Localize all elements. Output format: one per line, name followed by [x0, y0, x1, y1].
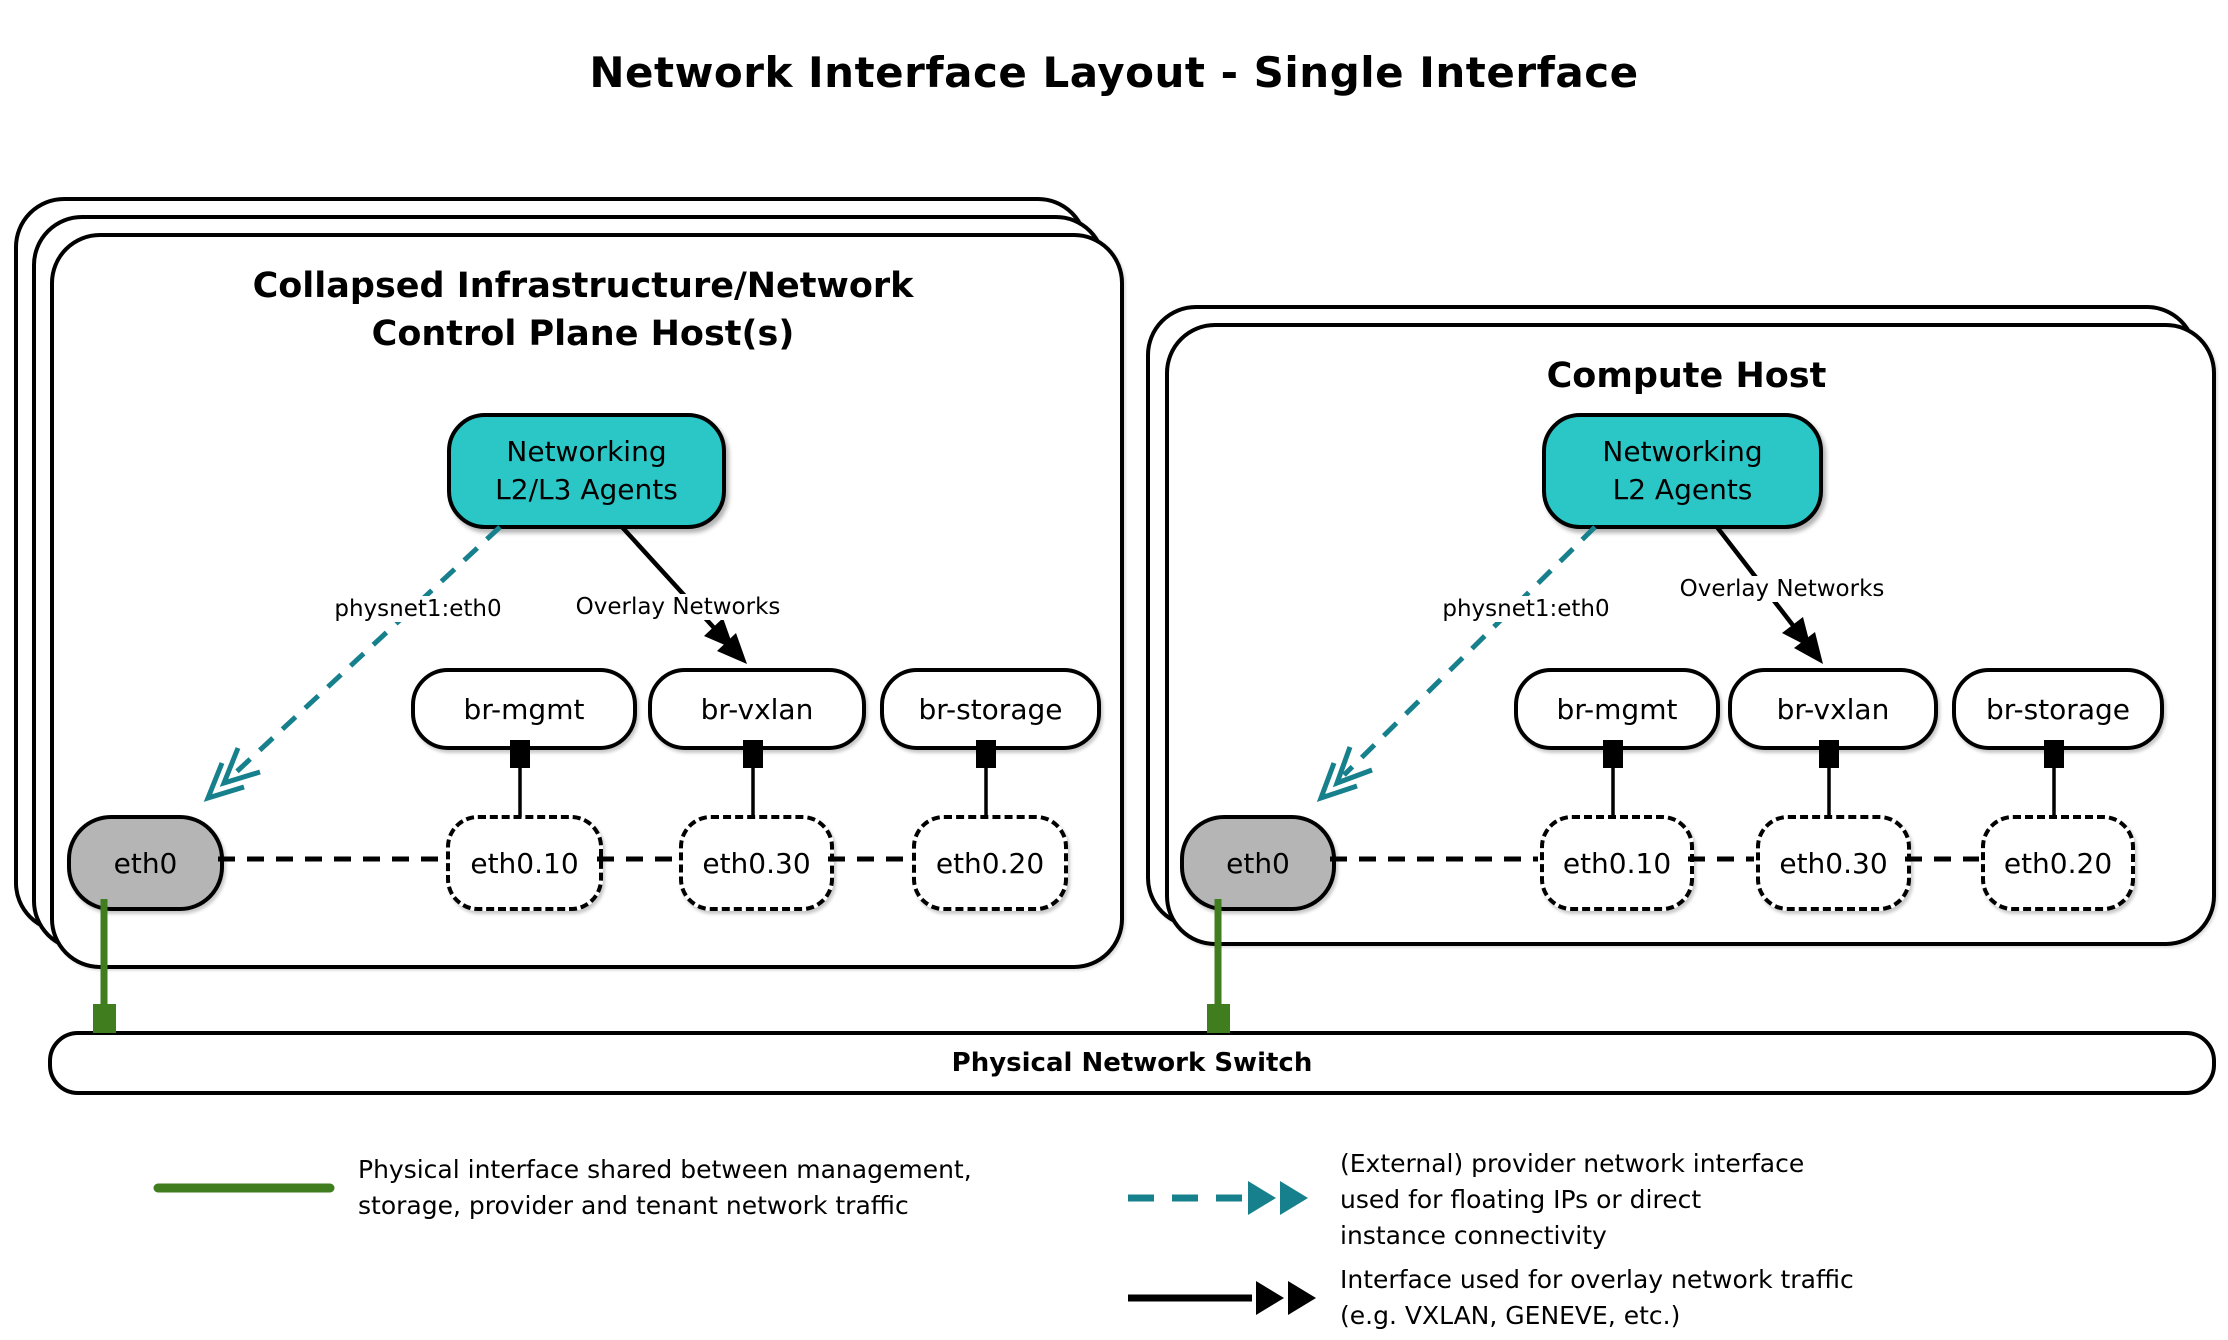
agent-label-line2: L2/L3 Agents: [495, 473, 678, 506]
vlan-interface-eth0-20-left: eth0.20: [912, 815, 1068, 911]
vlan-interface-eth0-30-left: eth0.30: [679, 815, 834, 911]
overlay-arrow-label-left: Overlay Networks: [564, 594, 792, 620]
bridge-br-storage-left: br-storage: [880, 668, 1101, 750]
physical-network-switch: Physical Network Switch: [48, 1031, 2216, 1095]
agent-label-line1: Networking: [506, 435, 667, 469]
networking-agents-box-left: Networking L2/L3 Agents: [447, 413, 726, 529]
legend-teal-dashed-arrow-swatch: [1128, 1181, 1308, 1215]
vlan-interface-eth0-20-right: eth0.20: [1981, 815, 2135, 911]
legend-provider-interface-text: (External) provider network interface us…: [1340, 1146, 2040, 1254]
bridge-br-mgmt-left: br-mgmt: [411, 668, 637, 750]
provider-arrow-label-right: physnet1:eth0: [1410, 596, 1642, 622]
legend-line: (External) provider network interface: [1340, 1149, 1805, 1178]
vlan-interface-eth0-30-right: eth0.30: [1756, 815, 1911, 911]
vlan-interface-eth0-10-right: eth0.10: [1540, 815, 1694, 911]
bridge-br-vxlan-right: br-vxlan: [1728, 668, 1938, 750]
physical-network-switch-label: Physical Network Switch: [951, 1048, 1313, 1078]
page-title: Network Interface Layout - Single Interf…: [589, 48, 1639, 97]
legend-overlay-interface-text: Interface used for overlay network traff…: [1340, 1262, 2040, 1334]
bridge-br-storage-right: br-storage: [1952, 668, 2164, 750]
legend-line: Interface used for overlay network traff…: [1340, 1265, 1854, 1294]
physical-interface-eth0-left: eth0: [67, 815, 224, 911]
control-plane-host-title: Collapsed Infrastructure/Network Control…: [60, 262, 1106, 359]
legend-line: storage, provider and tenant network tra…: [358, 1191, 909, 1220]
physical-interface-eth0-right: eth0: [1180, 815, 1336, 911]
agent-label-line1: Networking: [1602, 435, 1763, 469]
overlay-arrow-label-right: Overlay Networks: [1668, 576, 1896, 602]
compute-host-title: Compute Host: [1175, 352, 2198, 400]
provider-arrow-label-left: physnet1:eth0: [302, 596, 534, 622]
legend-line: instance connectivity: [1340, 1221, 1607, 1250]
legend-line: used for floating IPs or direct: [1340, 1185, 1702, 1214]
compute-host-title-line1: Compute Host: [1546, 356, 1827, 396]
legend-physical-interface-text: Physical interface shared between manage…: [358, 1152, 978, 1224]
vlan-interface-eth0-10-left: eth0.10: [446, 815, 603, 911]
networking-agents-box-right: Networking L2 Agents: [1542, 413, 1823, 529]
control-plane-host-title-line2: Control Plane Host(s): [371, 314, 795, 355]
legend-black-arrow-swatch: [1128, 1281, 1316, 1315]
agent-label-line2: L2 Agents: [1612, 473, 1753, 506]
legend-line: Physical interface shared between manage…: [358, 1155, 972, 1184]
bridge-br-mgmt-right: br-mgmt: [1514, 668, 1720, 750]
bridge-br-vxlan-left: br-vxlan: [648, 668, 866, 750]
control-plane-host-title-line1: Collapsed Infrastructure/Network: [252, 266, 914, 306]
legend-line: (e.g. VXLAN, GENEVE, etc.): [1340, 1301, 1681, 1330]
